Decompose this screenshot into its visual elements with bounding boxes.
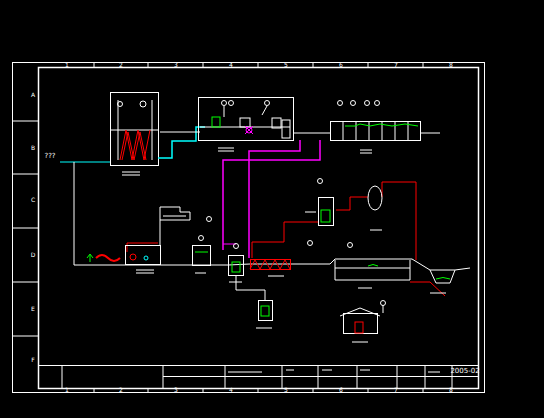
grid-number: 4 — [229, 387, 233, 393]
grid-letter: A — [31, 92, 35, 98]
inner-frame — [39, 68, 479, 389]
grid-number: 1 — [65, 62, 69, 68]
grid-number: 7 — [394, 62, 398, 68]
grid-number: 7 — [394, 387, 398, 393]
sludge-pipe — [249, 140, 300, 258]
grid-number: 5 — [284, 387, 288, 393]
grid-letter: C — [31, 197, 35, 203]
grid-number: 6 — [339, 387, 343, 393]
grid-number: 1 — [65, 387, 69, 393]
gas-pipe — [127, 243, 158, 252]
cyan-pipe — [158, 127, 205, 158]
drawing-date: 2005-02 — [450, 368, 479, 375]
grid-number: 8 — [449, 387, 453, 393]
gas-pipe — [252, 222, 318, 258]
wall-line — [74, 162, 75, 265]
connecting-pipe — [293, 133, 330, 134]
grid-number: 8 — [449, 62, 453, 68]
grid-letter: E — [31, 306, 35, 312]
outlet-pipe — [410, 282, 445, 296]
grid-number: 4 — [229, 62, 233, 68]
grid-number: 6 — [339, 62, 343, 68]
grid-number: 2 — [119, 387, 123, 393]
grid-letter: F — [31, 357, 34, 363]
outer-frame — [13, 63, 485, 393]
gas-pipe — [382, 182, 416, 260]
grid-letter: B — [31, 145, 35, 151]
grid-number: 2 — [119, 62, 123, 68]
grid-number: 3 — [174, 62, 178, 68]
inlet-label: ??? — [44, 153, 55, 160]
grid-ticks — [12, 62, 423, 392]
gas-pipe — [336, 197, 368, 210]
filter-tank — [331, 101, 441, 154]
grid-number: 3 — [174, 387, 178, 393]
pump-house — [160, 98, 294, 152]
treatment-units — [193, 179, 456, 343]
grid-number: 5 — [284, 62, 288, 68]
inlet-pipe — [60, 162, 110, 163]
grid-letter: D — [31, 252, 36, 258]
inlet-unit — [87, 207, 190, 273]
sludge-pipe — [223, 140, 320, 250]
title-block — [38, 365, 478, 388]
settling-tank — [110, 93, 159, 176]
